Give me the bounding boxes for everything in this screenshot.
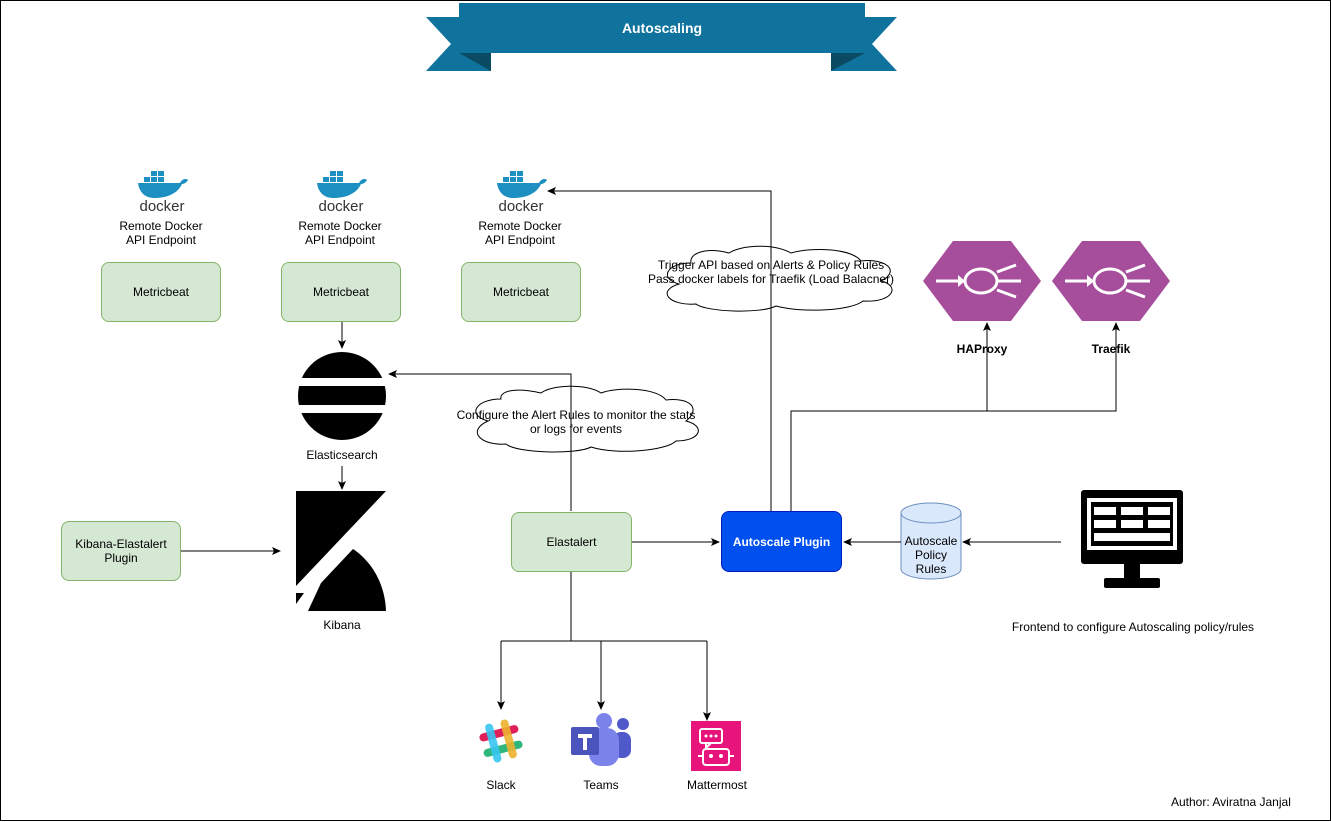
banner-ribbon — [426, 3, 897, 71]
docker-logo-3: docker — [497, 171, 547, 215]
frontend-label: Frontend to configure Autoscaling policy… — [1011, 620, 1255, 634]
docker-host-2-line2: API Endpoint — [304, 233, 376, 247]
policy-store-cylinder — [900, 502, 962, 580]
metricbeat-box-3[interactable]: Metricbeat — [461, 262, 581, 322]
banner-title: Autoscaling — [621, 20, 703, 36]
slack-label: Slack — [486, 778, 516, 792]
kibana-plugin-line1: Kibana-Elastalert — [75, 537, 167, 551]
docker-host-1-line1: Remote Docker — [119, 219, 203, 233]
traefik-icon — [1052, 241, 1170, 321]
author-label: Author: Aviratna Janjal — [1171, 795, 1291, 809]
kibana-elastalert-plugin-box[interactable]: Kibana-Elastalert Plugin — [61, 521, 181, 581]
frontend-monitor-icon — [1081, 490, 1183, 588]
metricbeat-box-1[interactable]: Metricbeat — [101, 262, 221, 322]
mattermost-label: Mattermost — [686, 778, 747, 792]
svg-text:docker: docker — [498, 198, 543, 215]
policy-store-label: Autoscale Policy Rules — [901, 534, 961, 576]
kibana-plugin-line2: Plugin — [104, 551, 138, 565]
autoscale-plugin-box[interactable]: Autoscale Plugin — [721, 511, 842, 572]
haproxy-label: HAProxy — [956, 342, 1008, 356]
connectors — [181, 187, 1120, 721]
haproxy-icon — [923, 241, 1041, 321]
docker-host-1-label: Remote Docker API Endpoint — [101, 219, 221, 247]
kibana-label: Kibana — [323, 618, 361, 632]
trigger-cloud-line2: Pass docker labels for Traefik (Load Bal… — [647, 272, 895, 286]
docker-host-3-label: Remote Docker API Endpoint — [460, 219, 580, 247]
alert-cloud-shape — [475, 385, 699, 453]
docker-logo-1: docker — [138, 171, 188, 215]
docker-logo-2: docker — [317, 171, 367, 215]
traefik-label: Traefik — [1091, 342, 1131, 356]
alert-cloud-text: Configure the Alert Rules to monitor the… — [446, 408, 706, 436]
policy-store-line2: Policy — [914, 548, 947, 562]
teams-icon — [571, 713, 631, 766]
docker-host-3-line2: API Endpoint — [484, 233, 556, 247]
elastalert-box[interactable]: Elastalert — [511, 512, 632, 572]
trigger-cloud-line1: Trigger API based on Alerts & Policy Rul… — [657, 258, 885, 272]
docker-host-3-line1: Remote Docker — [478, 219, 562, 233]
alert-cloud-line1: Configure the Alert Rules to monitor the… — [456, 408, 696, 422]
kibana-icon — [296, 491, 386, 611]
docker-host-2-label: Remote Docker API Endpoint — [280, 219, 400, 247]
docker-host-2-line1: Remote Docker — [298, 219, 382, 233]
docker-host-1-line2: API Endpoint — [125, 233, 197, 247]
mattermost-icon — [691, 721, 741, 771]
slack-icon — [479, 719, 523, 763]
trigger-cloud-text: Trigger API based on Alerts & Policy Rul… — [641, 258, 901, 286]
metricbeat-box-2[interactable]: Metricbeat — [281, 262, 401, 322]
policy-store-line3: Rules — [915, 562, 947, 576]
policy-store-line1: Autoscale — [904, 534, 958, 548]
teams-label: Teams — [583, 778, 619, 792]
svg-text:docker: docker — [139, 198, 184, 215]
trigger-cloud-shape — [666, 245, 893, 312]
elasticsearch-label: Elasticsearch — [306, 448, 378, 462]
svg-text:docker: docker — [318, 198, 363, 215]
alert-cloud-line2: or logs for events — [529, 422, 623, 436]
elasticsearch-icon — [297, 352, 387, 440]
